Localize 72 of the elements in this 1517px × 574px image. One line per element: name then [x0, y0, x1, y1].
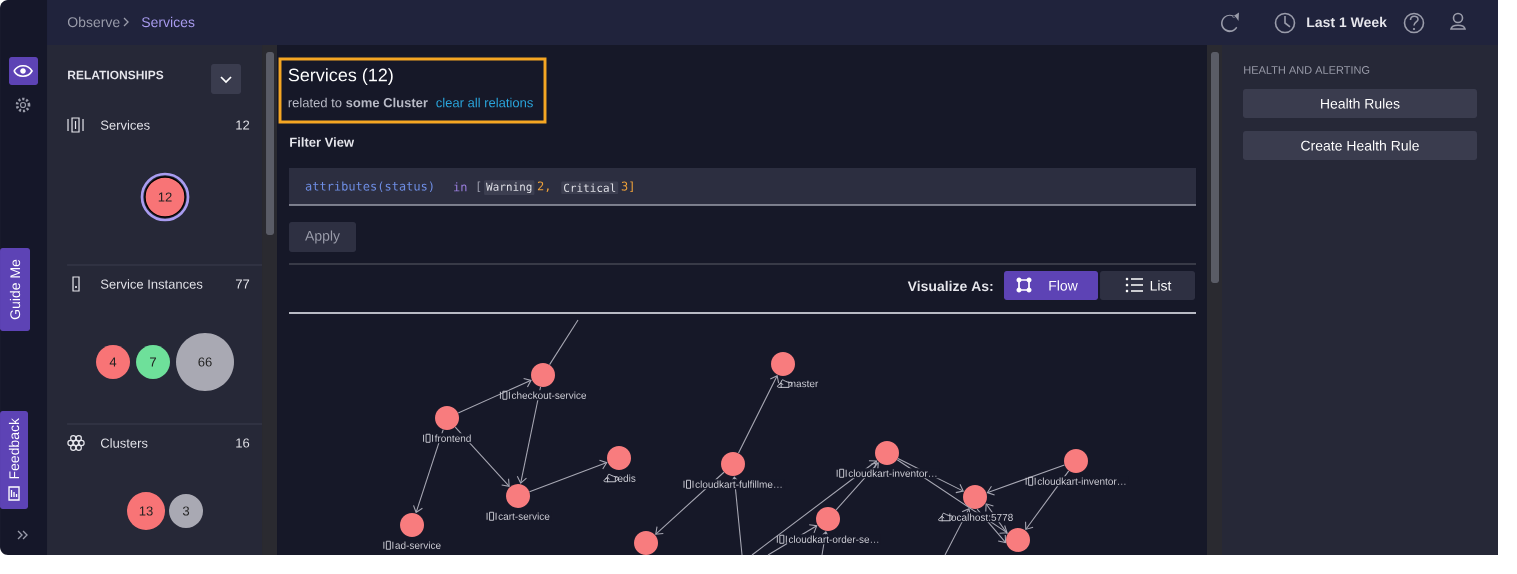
field-label: Filter View	[290, 137, 355, 147]
feedback-tab: Feedback	[0, 411, 28, 509]
arrow	[976, 508, 1007, 544]
node-label: cloudkart-fulfillme…	[693, 479, 785, 490]
count-bubble: 7	[136, 345, 170, 379]
section-heading: RELATIONSHIPS	[68, 70, 164, 80]
subtitle: related to some Cluster	[288, 97, 428, 108]
arrow	[986, 464, 1065, 496]
arrow	[516, 386, 542, 484]
category-name: Service Instances	[100, 279, 203, 289]
apply-button: Apply	[289, 222, 356, 252]
breadcrumb-current: Services	[141, 16, 195, 28]
graph-node	[400, 513, 424, 537]
query-field	[288, 168, 1197, 206]
arrow	[413, 429, 444, 514]
breadcrumb-link: Observe	[67, 16, 120, 28]
graph-node	[875, 441, 899, 465]
arrow	[655, 471, 725, 535]
query-text: in	[454, 182, 467, 192]
action-button: Create Health Rule	[1243, 131, 1477, 160]
arrow	[528, 459, 608, 493]
arrow	[737, 374, 780, 454]
highlight-box	[278, 57, 547, 124]
count-bubble: 13	[127, 492, 165, 530]
node-label: cloudkart-inventor…	[1035, 476, 1129, 487]
graph-node	[771, 352, 795, 376]
count: 77	[235, 279, 250, 289]
count: 12	[236, 120, 250, 130]
graph-node	[435, 406, 459, 430]
value-chip: Warning	[484, 180, 535, 196]
count-bubble: 3	[169, 494, 203, 528]
value-chip: Critical	[561, 181, 619, 194]
graph-node	[816, 507, 840, 531]
arrow	[457, 378, 532, 414]
count: 16	[236, 438, 250, 448]
node-label: cloudkart-order-se…	[787, 534, 881, 545]
count-bubble: 66	[176, 333, 234, 391]
query-text: attributes(status)	[305, 181, 433, 193]
count-bubble: 4	[96, 345, 130, 379]
guide-tab: Guide Me	[0, 248, 30, 331]
graph-node	[721, 452, 745, 476]
node-label: cart-service	[496, 511, 552, 522]
action-button: Health Rules	[1243, 89, 1477, 118]
node-label: localhost:5778	[947, 512, 1015, 523]
query-text: [	[477, 181, 481, 193]
category-name: Clusters	[100, 438, 148, 448]
arrow	[835, 462, 879, 511]
query-text: 2,	[537, 181, 549, 192]
link: clear all relations	[436, 97, 533, 108]
arrow	[985, 503, 1008, 535]
count-bubble: 12	[140, 172, 190, 222]
graph-node	[1006, 528, 1030, 552]
graph-node	[963, 485, 987, 509]
time-range: Last 1 Week	[1307, 16, 1387, 28]
query-text: 3]	[621, 181, 633, 193]
graph-node	[1064, 449, 1088, 473]
node-label: redis	[612, 473, 638, 484]
section-heading: HEALTH AND ALERTING	[1244, 66, 1370, 74]
node-label: cloudkart-inventor…	[846, 468, 940, 479]
list-button: List	[1100, 271, 1195, 300]
heading: Services (12)	[288, 68, 393, 85]
graph-node	[531, 363, 555, 387]
category-name: Services	[100, 120, 150, 130]
node-label: checkout-service	[510, 390, 588, 401]
graph-node	[607, 446, 631, 470]
arrow	[751, 460, 878, 556]
graph-node	[506, 484, 530, 508]
graph-node	[634, 531, 658, 555]
flow-button: Flow	[1004, 271, 1098, 300]
node-label: ad-service	[393, 540, 443, 551]
arrow	[1025, 470, 1070, 531]
node-label: frontend	[433, 433, 473, 444]
